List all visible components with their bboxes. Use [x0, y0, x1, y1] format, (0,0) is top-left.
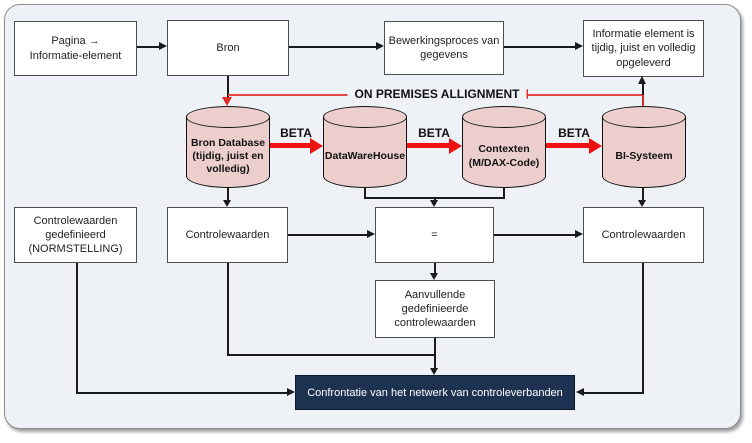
arrowhead-bewerkingsproces-to-informatie — [575, 42, 583, 50]
beta-label-2: BETA — [418, 126, 450, 140]
cylinder-body — [462, 117, 546, 188]
cylinder-top-ellipse — [186, 106, 270, 128]
contexten-cylinder-label: Contexten (M/DAX-Code) — [468, 143, 540, 169]
controlewaarden-bi-box: Controlewaarden — [583, 207, 704, 263]
connector-merge-to-equals — [434, 197, 436, 202]
connector-bewerkingsproces-to-informatie — [504, 46, 576, 48]
arrowhead-bron-to-bewerkingsproces — [376, 42, 384, 50]
confrontatie-box: Confrontatie van het netwerk van control… — [295, 375, 575, 410]
aanvullende-controlewaarden-box: Aanvullende gedefinieerde controlewaarde… — [375, 280, 495, 338]
connector-controlewaarden-down — [227, 263, 229, 356]
arrowhead-bisysteem-to-controlewaarden — [638, 200, 646, 207]
arrowhead-into-confrontatie-top — [430, 368, 438, 375]
on-premises-allignment-label: ON PREMISES ALLIGNMENT — [347, 87, 527, 101]
beta-label-3: BETA — [558, 126, 590, 140]
arrowhead-red-into-brondatabase — [222, 97, 232, 106]
arrowhead-controlewaarden-to-equals — [367, 230, 375, 238]
arrowhead-into-confrontatie-right — [576, 388, 584, 396]
connector-controlewaarden-to-equals — [288, 234, 368, 236]
arrowhead-red-brondb-to-dwh — [310, 138, 323, 154]
bron-box: Bron — [167, 20, 289, 76]
controlewaarden-bron-box: Controlewaarden — [167, 207, 288, 263]
arrowhead-brondb-to-controlewaarden — [223, 200, 231, 207]
pagina-informatie-element-box: Pagina → Informatie-element — [14, 21, 137, 76]
connector-contexten-down — [503, 187, 505, 198]
bron-database-cylinder-label: Bron Database (tijdig, juist en volledig… — [190, 136, 266, 176]
connector-aanvullende-to-confrontatie — [434, 338, 436, 369]
contexten-cylinder: Contexten (M/DAX-Code) — [462, 106, 546, 188]
connector-bron-to-brondatabase — [227, 76, 229, 97]
bi-systeem-cylinder-label: BI-Systeem — [615, 149, 673, 162]
connector-bron-to-bewerkingsproces — [289, 46, 377, 48]
red-arrow-contexten-to-bisysteem — [546, 143, 590, 148]
cylinder-body — [186, 117, 270, 188]
cylinder-top-ellipse — [462, 106, 546, 128]
beta-label-1: BETA — [280, 126, 312, 140]
connector-bisysteem-to-controlewaarden — [642, 187, 644, 201]
connector-controlewaarden-bi-down — [642, 263, 644, 394]
arrowhead-red-contexten-to-bisysteem — [589, 138, 602, 154]
connector-normstelling-down — [76, 263, 78, 394]
arrowhead-pagina-to-bron — [159, 42, 167, 50]
red-arrow-dwh-to-contexten — [407, 143, 450, 148]
cylinder-top-ellipse — [323, 106, 407, 128]
arrowhead-equals-to-controlewaarden-bi — [575, 230, 583, 238]
connector-red-allignment-to-bisysteem — [642, 95, 644, 106]
datawarehouse-cylinder-label: DataWareHouse — [324, 149, 406, 162]
connector-controlewaarden-merge — [227, 354, 435, 356]
red-arrow-brondb-to-dwh — [270, 143, 311, 148]
connector-controlewaarden-bi-to-confrontatie — [583, 392, 644, 394]
arrowhead-equals-to-aanvullende — [430, 273, 438, 280]
connector-dwh-down — [364, 187, 366, 198]
informatie-element-box: Informatie element is tijdig, juist en v… — [583, 20, 704, 77]
controlewaarden-normstelling-box: Controlewaarden gedefinieerd (NORMSTELLI… — [14, 207, 137, 263]
bewerkingsproces-box: Bewerkingsproces van gegevens — [384, 21, 504, 75]
cylinder-top-ellipse — [602, 106, 686, 128]
arrowhead-red-dwh-to-contexten — [449, 138, 462, 154]
connector-brondb-to-controlewaarden — [227, 187, 229, 201]
connector-pagina-to-bron — [137, 46, 160, 48]
connector-bisysteem-to-informatie — [642, 83, 644, 95]
connector-equals-to-aanvullende — [434, 263, 436, 274]
cylinder-body — [602, 117, 686, 188]
arrowhead-into-equals-top — [430, 200, 438, 207]
datawarehouse-cylinder: DataWareHouse — [323, 106, 407, 188]
connector-normstelling-to-confrontatie — [76, 392, 288, 394]
bi-systeem-cylinder: BI-Systeem — [602, 106, 686, 188]
equals-box: = — [375, 207, 494, 263]
arrowhead-into-confrontatie-left — [287, 388, 295, 396]
arrowhead-up-into-informatie — [638, 76, 646, 84]
bron-database-cylinder: Bron Database (tijdig, juist en volledig… — [186, 106, 270, 188]
connector-equals-to-controlewaarden-bi — [494, 234, 576, 236]
